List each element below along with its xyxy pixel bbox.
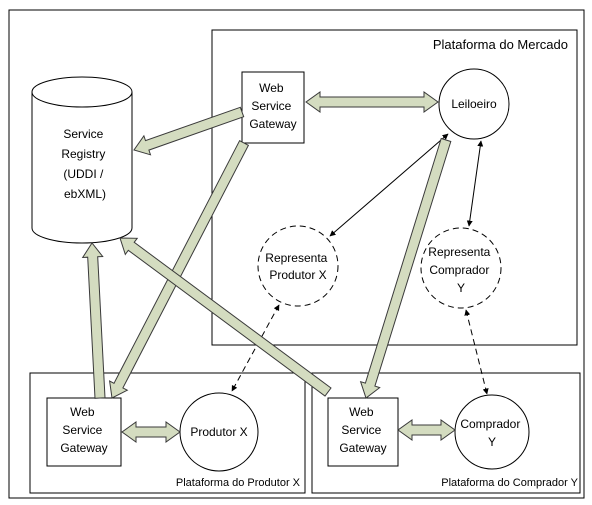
rep-produtor-label: Representa Produtor X: [265, 251, 330, 282]
block-arrow-comprador-gateway-comprador: [397, 419, 456, 441]
leiloeiro-circle: [438, 68, 510, 140]
registry-line-4: ebXML): [64, 187, 106, 201]
service-registry-label: Service Registry (UDDI / ebXML): [61, 127, 108, 201]
comprador-label: Comprador Y: [460, 417, 523, 449]
arrow-leiloeiro-rep-comprador: [466, 140, 484, 227]
platform-produtor-box: [29, 372, 306, 494]
arrow-leiloeiro-rep-produtor: [329, 133, 449, 237]
outer-frame: [8, 9, 585, 499]
block-arrow-produtor-gateway-produtor: [121, 421, 181, 443]
platform-comprador-label: Plataforma do Comprador Y: [441, 477, 578, 489]
block-arrow-comprador-gateway-to-registry: [119, 237, 332, 397]
service-registry-cylinder: [31, 76, 133, 244]
gateway-mercado-box: [241, 71, 305, 144]
platform-mercado-box: [211, 29, 578, 346]
block-arrow-gateway-to-produtor-gateway: [108, 140, 250, 399]
registry-line-3: (UDDI /: [63, 167, 104, 181]
gateway-produtor-box: [46, 397, 122, 467]
block-arrow-gateway-leiloeiro: [305, 91, 439, 113]
rep-comprador-circle: [420, 227, 502, 309]
block-arrow-leiloeiro-to-comprador-gateway: [359, 137, 452, 399]
produtor-label: Produtor X: [190, 425, 247, 439]
arrow-rep-produtor-produtor: [231, 304, 280, 392]
platform-produtor-label: Plataforma do Produtor X: [176, 477, 301, 489]
gateway-comprador-box: [327, 397, 399, 467]
rep-comprador-label: Representa Comprador Y: [428, 245, 493, 295]
leiloeiro-label: Leiloeiro: [451, 97, 497, 111]
gateway-comprador-label: Web Service Gateway: [339, 405, 386, 455]
block-arrow-produtor-gateway-to-registry: [81, 242, 106, 399]
registry-line-2: Registry: [61, 147, 105, 161]
comprador-circle: [454, 394, 530, 470]
platform-comprador-box: [311, 372, 581, 494]
arrow-rep-comprador-comprador: [464, 309, 489, 395]
gateway-produtor-label: Web Service Gateway: [60, 405, 107, 455]
block-arrow-gateway-to-registry: [133, 106, 245, 156]
block-arrows: [81, 91, 456, 443]
gateway-mercado-label: Web Service Gateway: [249, 81, 296, 131]
rep-produtor-circle: [257, 225, 339, 307]
platform-mercado-label: Plataforma do Mercado: [433, 37, 568, 52]
registry-line-1: Service: [63, 127, 103, 141]
